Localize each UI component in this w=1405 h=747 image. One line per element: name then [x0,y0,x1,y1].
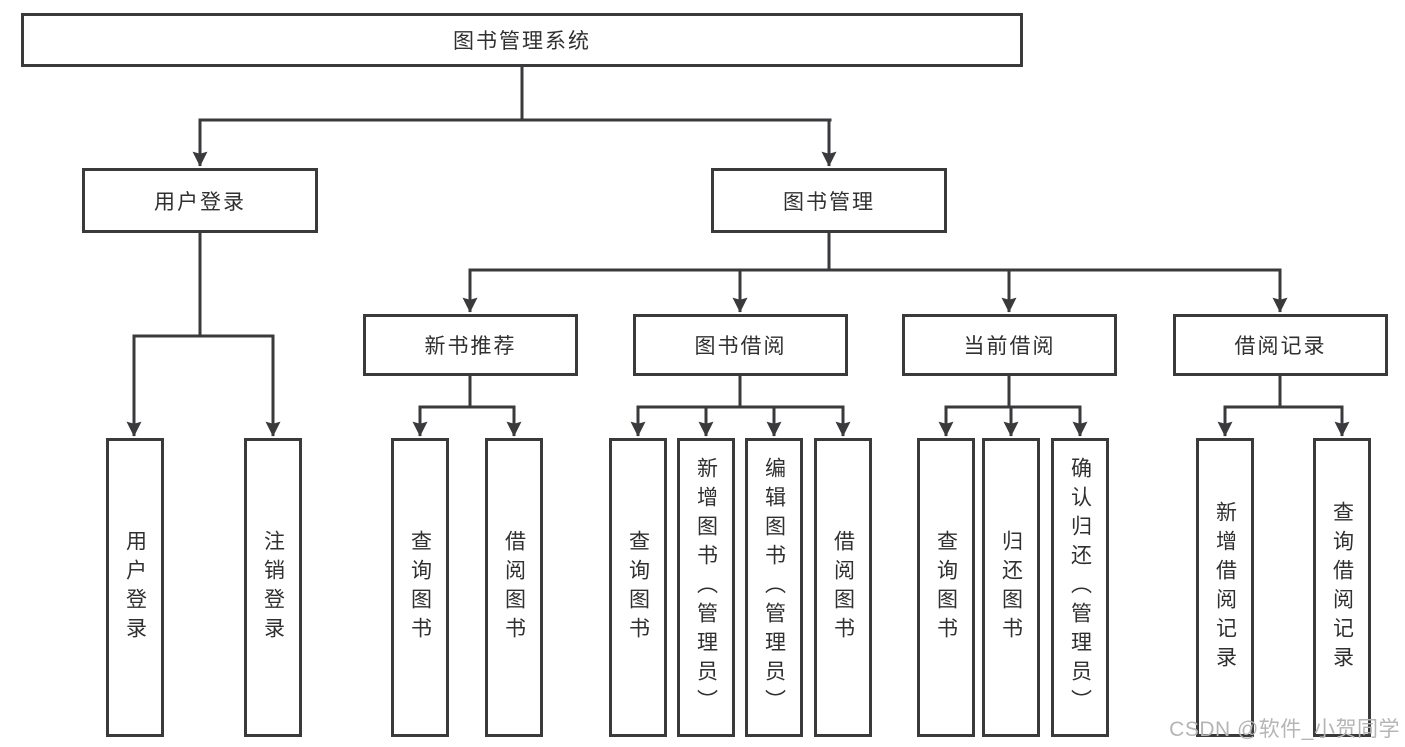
node-book-borrow: 图书借阅 [633,314,848,376]
leaf-query-book: 查询图书 [609,438,667,737]
node-label: 借阅图书 [831,529,855,646]
leaf-user-login: 用户登录 [106,438,164,737]
node-borrow-record: 借阅记录 [1173,314,1388,376]
leaf-add-borrow-record: 新增借阅记录 [1196,438,1254,737]
node-label: 查询图书 [626,529,650,646]
node-label: 查询借阅记录 [1330,500,1354,675]
node-label: 新增图书（管理员） [694,457,718,718]
node-label: 图书管理 [783,190,875,214]
node-label: 查询图书 [934,529,958,646]
node-library-management-system: 图书管理系统 [21,13,1023,67]
node-label: 借阅图书 [502,529,526,646]
leaf-query-book: 查询图书 [917,438,975,737]
node-new-book-recommend: 新书推荐 [363,314,578,376]
connector-lines [132,67,1344,409]
leaf-borrow-book: 借阅图书 [485,438,543,737]
leaf-return-book: 归还图书 [982,438,1040,737]
leaf-edit-book-admin: 编辑图书（管理员） [745,438,803,737]
leaf-confirm-return-admin: 确认归还（管理员） [1051,438,1109,737]
node-label: 新书推荐 [424,335,517,358]
node-label: 用户登录 [123,529,147,646]
node-label: 借阅记录 [1234,335,1327,358]
node-label: 编辑图书（管理员） [762,457,786,718]
node-label: 新增借阅记录 [1213,500,1237,675]
leaf-query-book: 查询图书 [391,438,449,737]
node-label: 查询图书 [408,529,432,646]
node-current-borrow: 当前借阅 [902,314,1117,376]
leaf-add-book-admin: 新增图书（管理员） [677,438,735,737]
leaf-query-borrow-record: 查询借阅记录 [1313,438,1371,737]
node-label: 归还图书 [999,529,1023,646]
leaf-logout: 注销登录 [244,438,302,737]
csdn-watermark: CSDN @软件_小贺同学 [1169,718,1400,741]
node-label: 图书管理系统 [453,30,591,53]
leaf-borrow-book: 借阅图书 [814,438,872,737]
node-label: 确认归还（管理员） [1068,457,1092,718]
node-label: 图书借阅 [694,335,787,358]
node-label: 用户登录 [154,190,246,214]
node-label: 注销登录 [261,529,285,646]
node-label: 当前借阅 [963,335,1056,358]
node-user-login: 用户登录 [82,168,318,233]
node-book-management: 图书管理 [711,168,947,233]
